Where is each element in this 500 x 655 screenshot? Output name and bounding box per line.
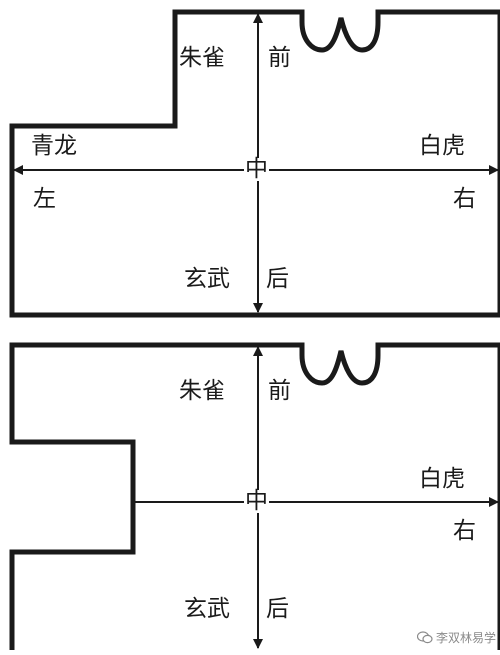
label-azure-dragon: 青龙	[30, 133, 78, 159]
label-vermilion-bird-2: 朱雀	[178, 378, 226, 404]
wechat-icon	[416, 631, 433, 644]
label-white-tiger-2: 白虎	[418, 466, 466, 492]
label-left: 左	[32, 186, 57, 212]
label-black-tortoise-2: 玄武	[183, 596, 231, 622]
label-black-tortoise-1: 玄武	[183, 266, 231, 292]
watermark: 李双林易学	[416, 629, 496, 646]
label-center-2: 中	[244, 488, 269, 514]
label-back-1: 后	[265, 266, 290, 292]
label-right-2: 右	[452, 518, 477, 544]
floor-plan-1-outline	[9, 9, 500, 318]
label-right-1: 右	[452, 186, 477, 212]
floor-plan-2-outline	[9, 342, 500, 650]
label-back-2: 后	[265, 596, 290, 622]
label-front-2: 前	[267, 378, 292, 404]
watermark-text: 李双林易学	[435, 631, 496, 645]
label-white-tiger-1: 白虎	[418, 133, 466, 159]
label-center-1: 中	[244, 156, 269, 182]
label-vermilion-bird-1: 朱雀	[178, 45, 226, 71]
label-front-1: 前	[267, 45, 292, 71]
